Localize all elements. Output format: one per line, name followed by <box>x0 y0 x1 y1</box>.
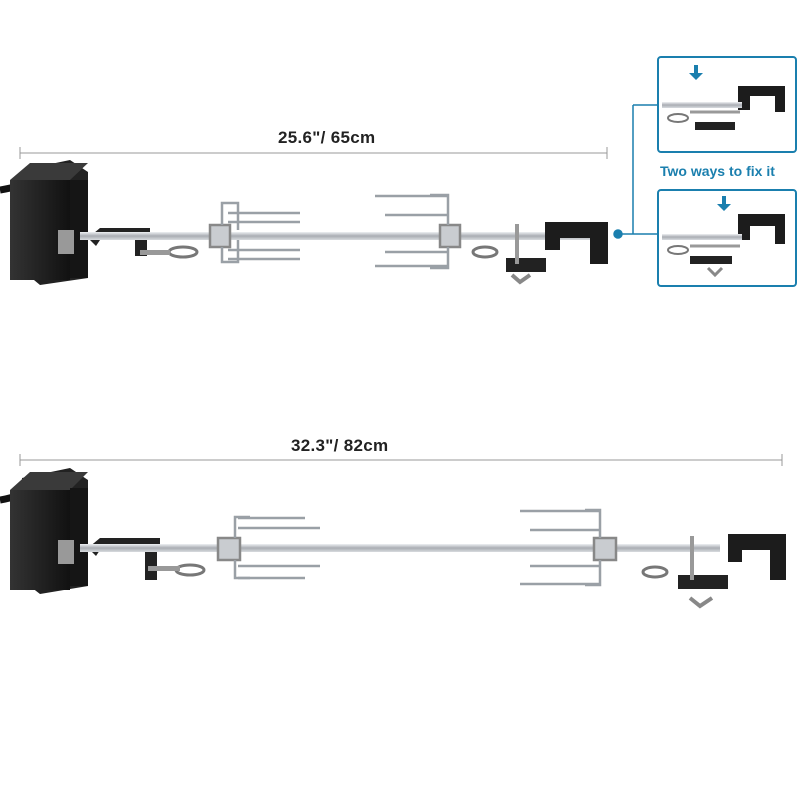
top-rotisserie-kit <box>0 160 608 285</box>
top-spit-rod <box>80 232 590 240</box>
callout-connector <box>613 104 658 239</box>
top-dimension-line <box>19 147 608 159</box>
bottom-right-fork <box>520 508 618 587</box>
bottom-rotisserie-kit <box>0 468 786 609</box>
bottom-right-bracket <box>641 534 786 609</box>
bottom-dimension-line <box>19 454 783 466</box>
top-motor <box>10 160 88 285</box>
bottom-spit-rod <box>80 544 720 552</box>
mount-option-2-panel <box>657 189 797 287</box>
mount-options-label: Two ways to fix it <box>660 163 775 179</box>
top-length-label: 25.6"/ 65cm <box>278 128 376 147</box>
top-right-bracket <box>471 222 608 285</box>
arrow-down-icon <box>717 196 731 211</box>
top-left-fork <box>208 201 300 264</box>
arrow-down-icon <box>689 65 703 80</box>
bottom-left-fork <box>216 515 320 580</box>
mount-option-1-panel <box>657 56 797 153</box>
bottom-motor <box>10 468 88 594</box>
bottom-length-label: 32.3"/ 82cm <box>291 436 389 455</box>
top-right-fork <box>375 193 462 270</box>
